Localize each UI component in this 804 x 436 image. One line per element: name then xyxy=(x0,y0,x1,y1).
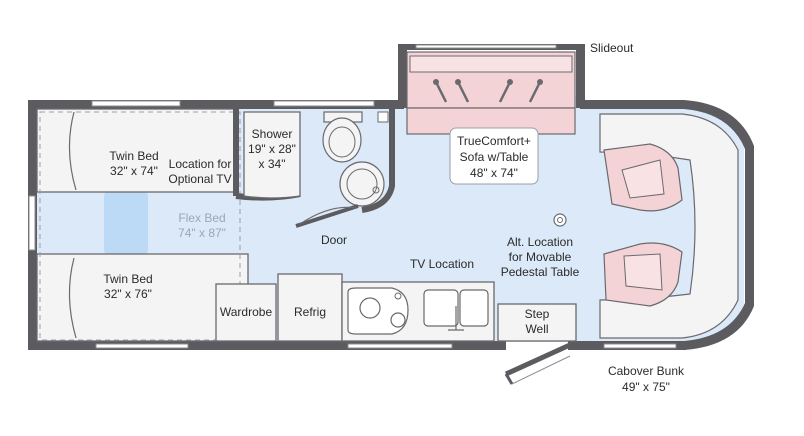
pedestal-label-1: Alt. Location xyxy=(507,235,573,249)
pedestal-label-2: for Movable xyxy=(509,250,572,264)
bath-door xyxy=(295,204,359,228)
toilet-icon xyxy=(322,111,363,163)
tv-location-label: TV Location xyxy=(410,257,474,271)
sofa-icon xyxy=(406,51,576,135)
cab-seat-icon xyxy=(603,242,683,307)
sink-icon xyxy=(339,161,385,207)
cabover-label-2: 49" x 75" xyxy=(622,380,670,394)
twin-bed-top-label-2: 32" x 74" xyxy=(110,164,158,178)
step-well-label-1: Step xyxy=(525,307,550,321)
windows xyxy=(28,44,677,349)
cabover-label-1: Cabover Bunk xyxy=(608,364,685,378)
sink-icon xyxy=(423,289,489,331)
shower-label-1: Shower xyxy=(252,127,293,141)
twin-bed-bottom-label-2: 32" x 76" xyxy=(104,287,152,301)
entry-door-icon xyxy=(504,341,574,385)
shower-stall xyxy=(243,111,301,199)
cab-seat-icon xyxy=(603,143,683,212)
stove-icon xyxy=(347,287,409,335)
sofa-label-1: TrueComfort+ xyxy=(457,134,531,148)
step-well-label-2: Well xyxy=(525,322,548,336)
flex-bed-label-2: 74" x 87" xyxy=(178,226,226,240)
shower-label-3: x 34" xyxy=(259,157,286,171)
sofa-label-box xyxy=(449,127,539,185)
sofa-label-2: Sofa w/Table xyxy=(460,150,529,164)
optional-tv-label-1: Location for xyxy=(169,157,232,171)
twin-bed-bottom-label-1: Twin Bed xyxy=(103,272,152,286)
step-well xyxy=(497,303,577,342)
twin-bed-top-label-1: Twin Bed xyxy=(109,149,158,163)
flex-bed-area xyxy=(104,192,148,254)
flex-bed-label-1: Flex Bed xyxy=(178,211,225,225)
flex-bed-outline xyxy=(39,111,241,341)
refrig-label: Refrig xyxy=(294,305,326,319)
wardrobe-label: Wardrobe xyxy=(220,305,273,319)
slideout-label: Slideout xyxy=(590,41,634,55)
wardrobe xyxy=(215,283,277,342)
shower-label-2: 19" x 28" xyxy=(248,142,296,156)
twin-bed-top xyxy=(36,108,237,193)
sofa-label-3: 48" x 74" xyxy=(470,166,518,180)
optional-tv-label-2: Optional TV xyxy=(168,172,231,186)
pedestal-marker-icon xyxy=(553,213,567,227)
pedestal-label-3: Pedestal Table xyxy=(501,265,580,279)
door-label: Door xyxy=(321,233,347,247)
